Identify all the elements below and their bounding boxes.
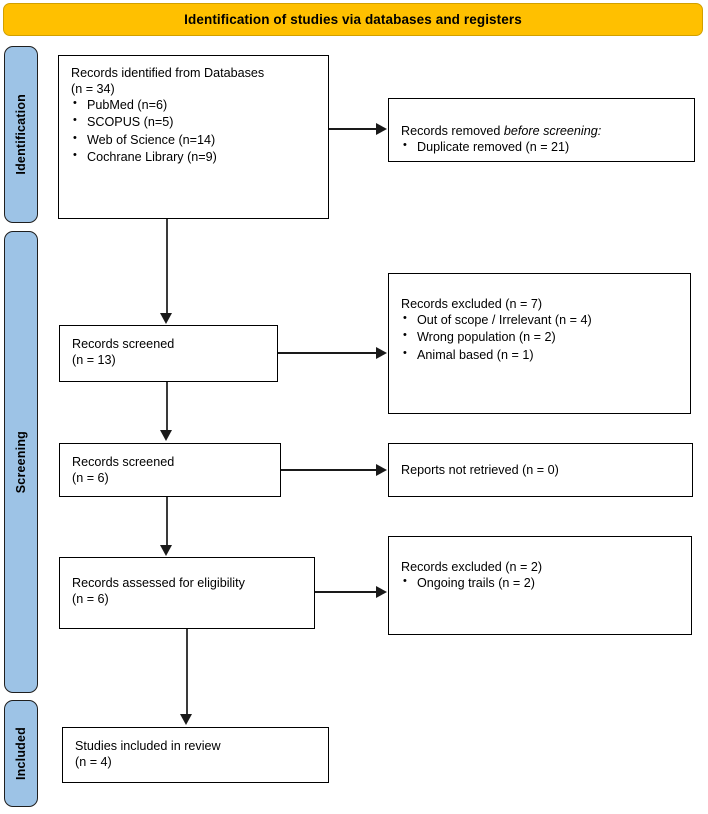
arrowhead-right-icon (376, 347, 387, 359)
arrowhead-down-icon (160, 430, 172, 441)
box-reports-not-retrieved: Reports not retrieved (n = 0) (388, 443, 693, 497)
stage-tab-identification-label: Identification (14, 94, 28, 175)
connector-screened6-to-eligibility (166, 497, 168, 546)
stage-tab-screening-label: Screening (14, 430, 28, 494)
box-records-identified-sources: PubMed (n=6) SCOPUS (n=5) Web of Science… (71, 96, 318, 166)
box-records-excluded-2-reasons: Ongoing trails (n = 2) (401, 574, 681, 592)
box-records-removed-headline-pre: Records removed (401, 124, 504, 139)
box-records-identified: Records identified from Databases (n = 3… (58, 55, 329, 219)
arrowhead-down-icon (160, 545, 172, 556)
list-item: Ongoing trails (n = 2) (401, 574, 681, 592)
list-item: SCOPUS (n=5) (71, 113, 318, 131)
box-records-excluded-7: Records excluded (n = 7) Out of scope / … (388, 273, 691, 414)
box-records-excluded-2-headline: Records excluded (n = 2) (401, 560, 543, 574)
arrowhead-down-icon (180, 714, 192, 725)
box-records-excluded-7-headline: Records excluded (n = 7) (401, 297, 543, 311)
box-records-assessed-eligibility-headline: Records assessed for eligibility (n = 6) (72, 576, 245, 607)
box-records-screened-6-headline: Records screened (n = 6) (72, 455, 175, 486)
box-records-identified-headline: Records identified from Databases (n = 3… (71, 66, 265, 97)
list-item: Duplicate removed (n = 21) (401, 138, 684, 156)
box-records-excluded-2: Records excluded (n = 2) Ongoing trails … (388, 536, 692, 635)
stage-tab-identification: Identification (4, 46, 38, 223)
stage-tab-screening: Screening (4, 231, 38, 693)
connector-eligibility-to-excluded2 (315, 591, 379, 593)
box-studies-included-headline: Studies included in review (n = 4) (75, 739, 221, 770)
box-reports-not-retrieved-headline: Reports not retrieved (n = 0) (401, 463, 559, 478)
arrowhead-right-icon (376, 123, 387, 135)
list-item: PubMed (n=6) (71, 96, 318, 114)
list-item: Wrong population (n = 2) (401, 328, 680, 346)
list-item: Cochrane Library (n=9) (71, 148, 318, 166)
box-records-removed-reasons: Duplicate removed (n = 21) (401, 138, 684, 156)
box-records-removed-headline: Records removed before screening: (401, 107, 684, 139)
box-records-screened-13-headline: Records screened (n = 13) (72, 337, 175, 368)
arrowhead-right-icon (376, 586, 387, 598)
connector-screened13-to-excluded7 (278, 352, 379, 354)
arrowhead-right-icon (376, 464, 387, 476)
box-records-excluded-7-reasons: Out of scope / Irrelevant (n = 4) Wrong … (401, 311, 680, 364)
connector-identified-to-screened13 (166, 219, 168, 315)
connector-screened6-to-notretrieved (281, 469, 379, 471)
connector-identified-to-removed (329, 128, 379, 130)
box-records-assessed-eligibility: Records assessed for eligibility (n = 6) (59, 557, 315, 629)
box-records-removed-headline-italic: before screening: (503, 124, 602, 139)
box-records-screened-6: Records screened (n = 6) (59, 443, 281, 497)
list-item: Animal based (n = 1) (401, 346, 680, 364)
arrowhead-down-icon (160, 313, 172, 324)
box-records-removed: Records removed before screening: Duplic… (388, 98, 695, 162)
header-banner-title: Identification of studies via databases … (184, 12, 522, 27)
list-item: Out of scope / Irrelevant (n = 4) (401, 311, 680, 329)
box-studies-included: Studies included in review (n = 4) (62, 727, 329, 783)
stage-tab-included-label: Included (14, 727, 28, 780)
list-item: Web of Science (n=14) (71, 131, 318, 149)
stage-tab-included: Included (4, 700, 38, 807)
box-records-screened-13: Records screened (n = 13) (59, 325, 278, 382)
connector-screened13-to-screened6 (166, 382, 168, 432)
connector-eligibility-to-included (186, 629, 188, 716)
header-banner: Identification of studies via databases … (3, 3, 703, 36)
